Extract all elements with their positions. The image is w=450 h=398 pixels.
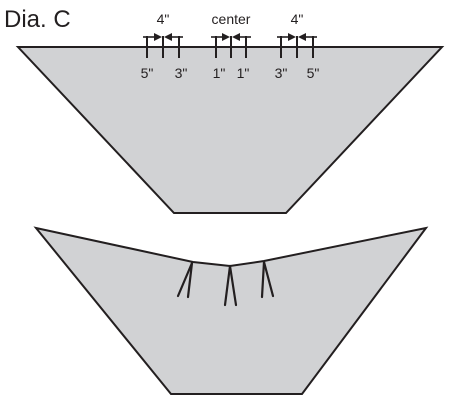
measure-label-1in-right: 1" [237,65,250,81]
dart-right-b [262,260,275,298]
dart-center-a [223,264,232,307]
arrow-left-icon [232,33,240,41]
measure-label-5in-right: 5" [307,65,320,81]
arrows-left [143,33,183,41]
darts [176,260,275,307]
dart-right-a [260,260,266,299]
dart-left-a [176,261,194,298]
spacing-label-left: 4" [157,11,170,27]
arrow-right-icon [154,33,162,41]
tick-marks [146,36,314,58]
arrow-left-icon [164,33,172,41]
center-label: center [212,11,251,27]
spacing-label-right: 4" [291,11,304,27]
arrow-left-icon [298,33,306,41]
arrow-right-icon [288,33,296,41]
diagram-title: Dia. C [4,6,71,33]
arrow-right-icon [222,33,230,41]
measure-label-3in-right: 3" [275,65,288,81]
dart-left-b [186,261,194,299]
upper-pattern-piece [15,46,445,214]
measure-label-3in-left: 3" [175,65,188,81]
lower-pattern-piece [33,226,429,395]
dart-center-b [228,264,238,307]
arrows-center [211,33,251,41]
measure-label-5in-left: 5" [141,65,154,81]
arrows-right [277,33,317,41]
measure-label-1in-left: 1" [213,65,226,81]
